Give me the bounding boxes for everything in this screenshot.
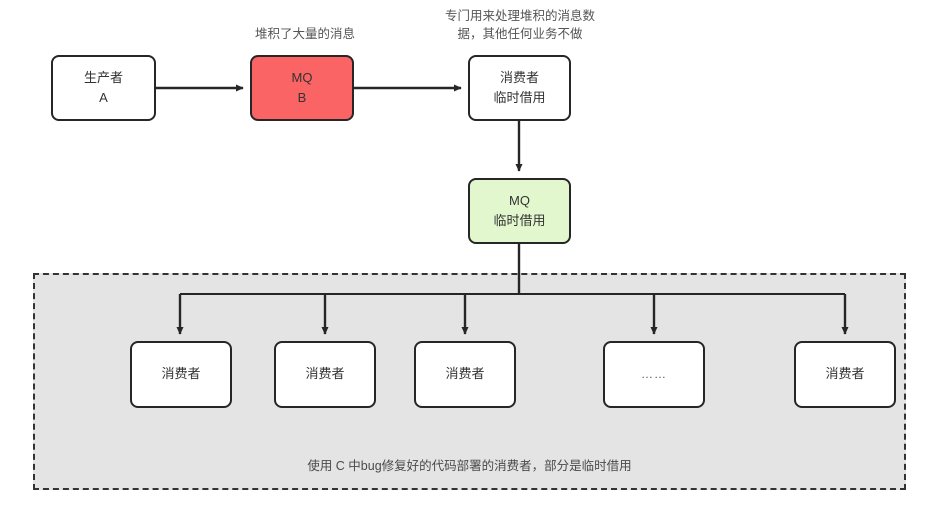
- node-group-consumer-2[interactable]: 消费者: [274, 341, 376, 408]
- node-consumer-temp-line1: 消费者: [499, 69, 539, 85]
- node-mq-b-line2: B: [297, 90, 307, 105]
- node-producer-a[interactable]: 生产者 A: [51, 55, 156, 121]
- node-mq-b[interactable]: MQ B: [250, 55, 354, 121]
- node-mq-b-line1: MQ: [291, 69, 313, 85]
- node-producer-a-line1: 生产者: [83, 69, 123, 85]
- node-group-consumer-2-label: 消费者: [305, 366, 345, 382]
- node-producer-a-line2: A: [99, 90, 108, 105]
- group-caption: 使用 C 中bug修复好的代码部署的消费者，部分是临时借用: [307, 459, 632, 473]
- node-group-consumer-5-label: 消费者: [825, 366, 865, 382]
- annotation-mq-b: 堆积了大量的消息: [254, 27, 355, 41]
- annotation-consumer-temp: 专门用来处理堆积的消息数 据，其他任何业务不做: [444, 9, 595, 42]
- node-group-consumer-ellipsis-label: ……: [641, 367, 667, 382]
- node-group-consumer-ellipsis[interactable]: ……: [603, 341, 705, 408]
- node-group-consumer-1[interactable]: 消费者: [130, 341, 232, 408]
- node-group-consumer-5[interactable]: 消费者: [794, 341, 896, 408]
- node-mq-temp-line2: 临时借用: [493, 213, 546, 228]
- node-group-consumer-3-label: 消费者: [445, 366, 485, 382]
- node-group-consumer-1-label: 消费者: [161, 366, 201, 382]
- node-consumer-temp[interactable]: 消费者 临时借用: [468, 55, 571, 121]
- node-mq-temp[interactable]: MQ 临时借用: [468, 178, 571, 244]
- node-group-consumer-3[interactable]: 消费者: [414, 341, 516, 408]
- node-consumer-temp-line2: 临时借用: [493, 90, 546, 105]
- node-mq-temp-line1: MQ: [509, 192, 530, 208]
